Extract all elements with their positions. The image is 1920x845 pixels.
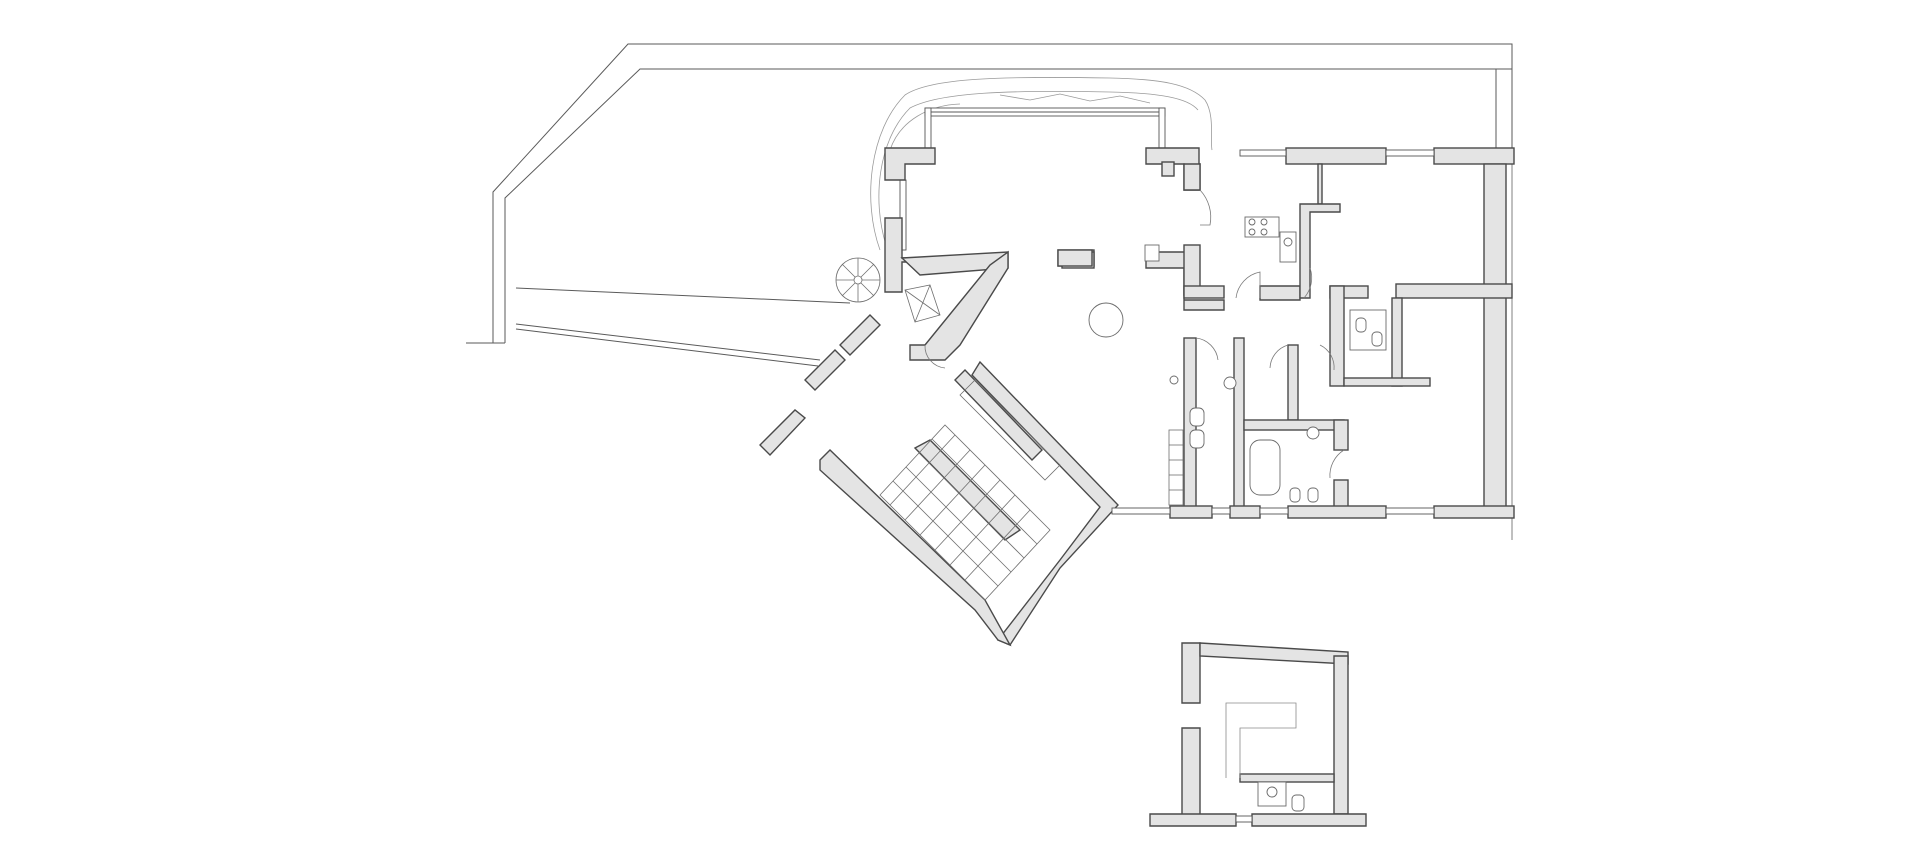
main-stair xyxy=(879,379,1061,601)
terrain-outline xyxy=(870,76,1213,251)
living-room-glazing xyxy=(899,107,1166,251)
living-room-fixtures xyxy=(1057,244,1160,338)
spiral-stair xyxy=(835,257,881,303)
bathroom-fixtures xyxy=(1168,309,1387,506)
doors xyxy=(924,189,1345,479)
elevator xyxy=(904,284,941,323)
annex xyxy=(1149,642,1367,827)
windows xyxy=(1111,149,1435,515)
ramp xyxy=(515,287,851,367)
kitchen xyxy=(1244,216,1297,263)
